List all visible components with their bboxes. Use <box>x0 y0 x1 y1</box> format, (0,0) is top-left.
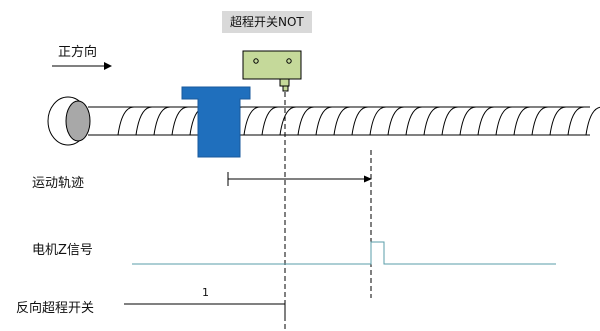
screw-thread <box>279 106 297 136</box>
screw-thread <box>513 106 531 136</box>
screw-thread <box>153 106 171 136</box>
screw-thread <box>171 106 189 136</box>
screw-thread <box>549 106 567 136</box>
screw-thread <box>567 106 585 136</box>
screw-thread <box>117 106 135 136</box>
screw-thread <box>441 106 459 136</box>
z-signal-waveform <box>132 241 556 265</box>
screw-thread <box>531 106 549 136</box>
screw-thread <box>495 106 513 136</box>
ball-screw <box>88 106 600 136</box>
screw-thread <box>333 106 351 136</box>
screw-thread <box>261 106 279 136</box>
screw-thread <box>351 106 369 136</box>
screw-threads <box>117 106 600 136</box>
screw-thread <box>315 106 333 136</box>
screw-end-cap <box>47 96 91 146</box>
overtravel-switch-label: 超程开关NOT <box>222 11 312 33</box>
screw-thread <box>405 106 423 136</box>
reverse-switch-level-label: 1 <box>202 286 209 299</box>
slider-block <box>181 86 251 158</box>
z-signal-label: 电机Z信号 <box>32 243 93 258</box>
screw-thread <box>459 106 477 136</box>
direction-label: 正方向 <box>58 45 98 60</box>
overtravel-switch <box>242 50 302 92</box>
screw-thread <box>387 106 405 136</box>
screw-thread <box>135 106 153 136</box>
motion-trajectory-arrow <box>227 172 372 186</box>
screw-thread <box>369 106 387 136</box>
screw-thread <box>477 106 495 136</box>
screw-thread <box>423 106 441 136</box>
motion-trajectory-label: 运动轨迹 <box>32 176 85 191</box>
direction-arrow-icon <box>52 62 112 70</box>
reverse-switch-label: 反向超程开关 <box>16 301 95 316</box>
screw-thread <box>585 106 600 136</box>
reverse-switch-waveform <box>124 303 286 320</box>
screw-thread <box>297 106 315 136</box>
screw-thread <box>243 106 261 136</box>
